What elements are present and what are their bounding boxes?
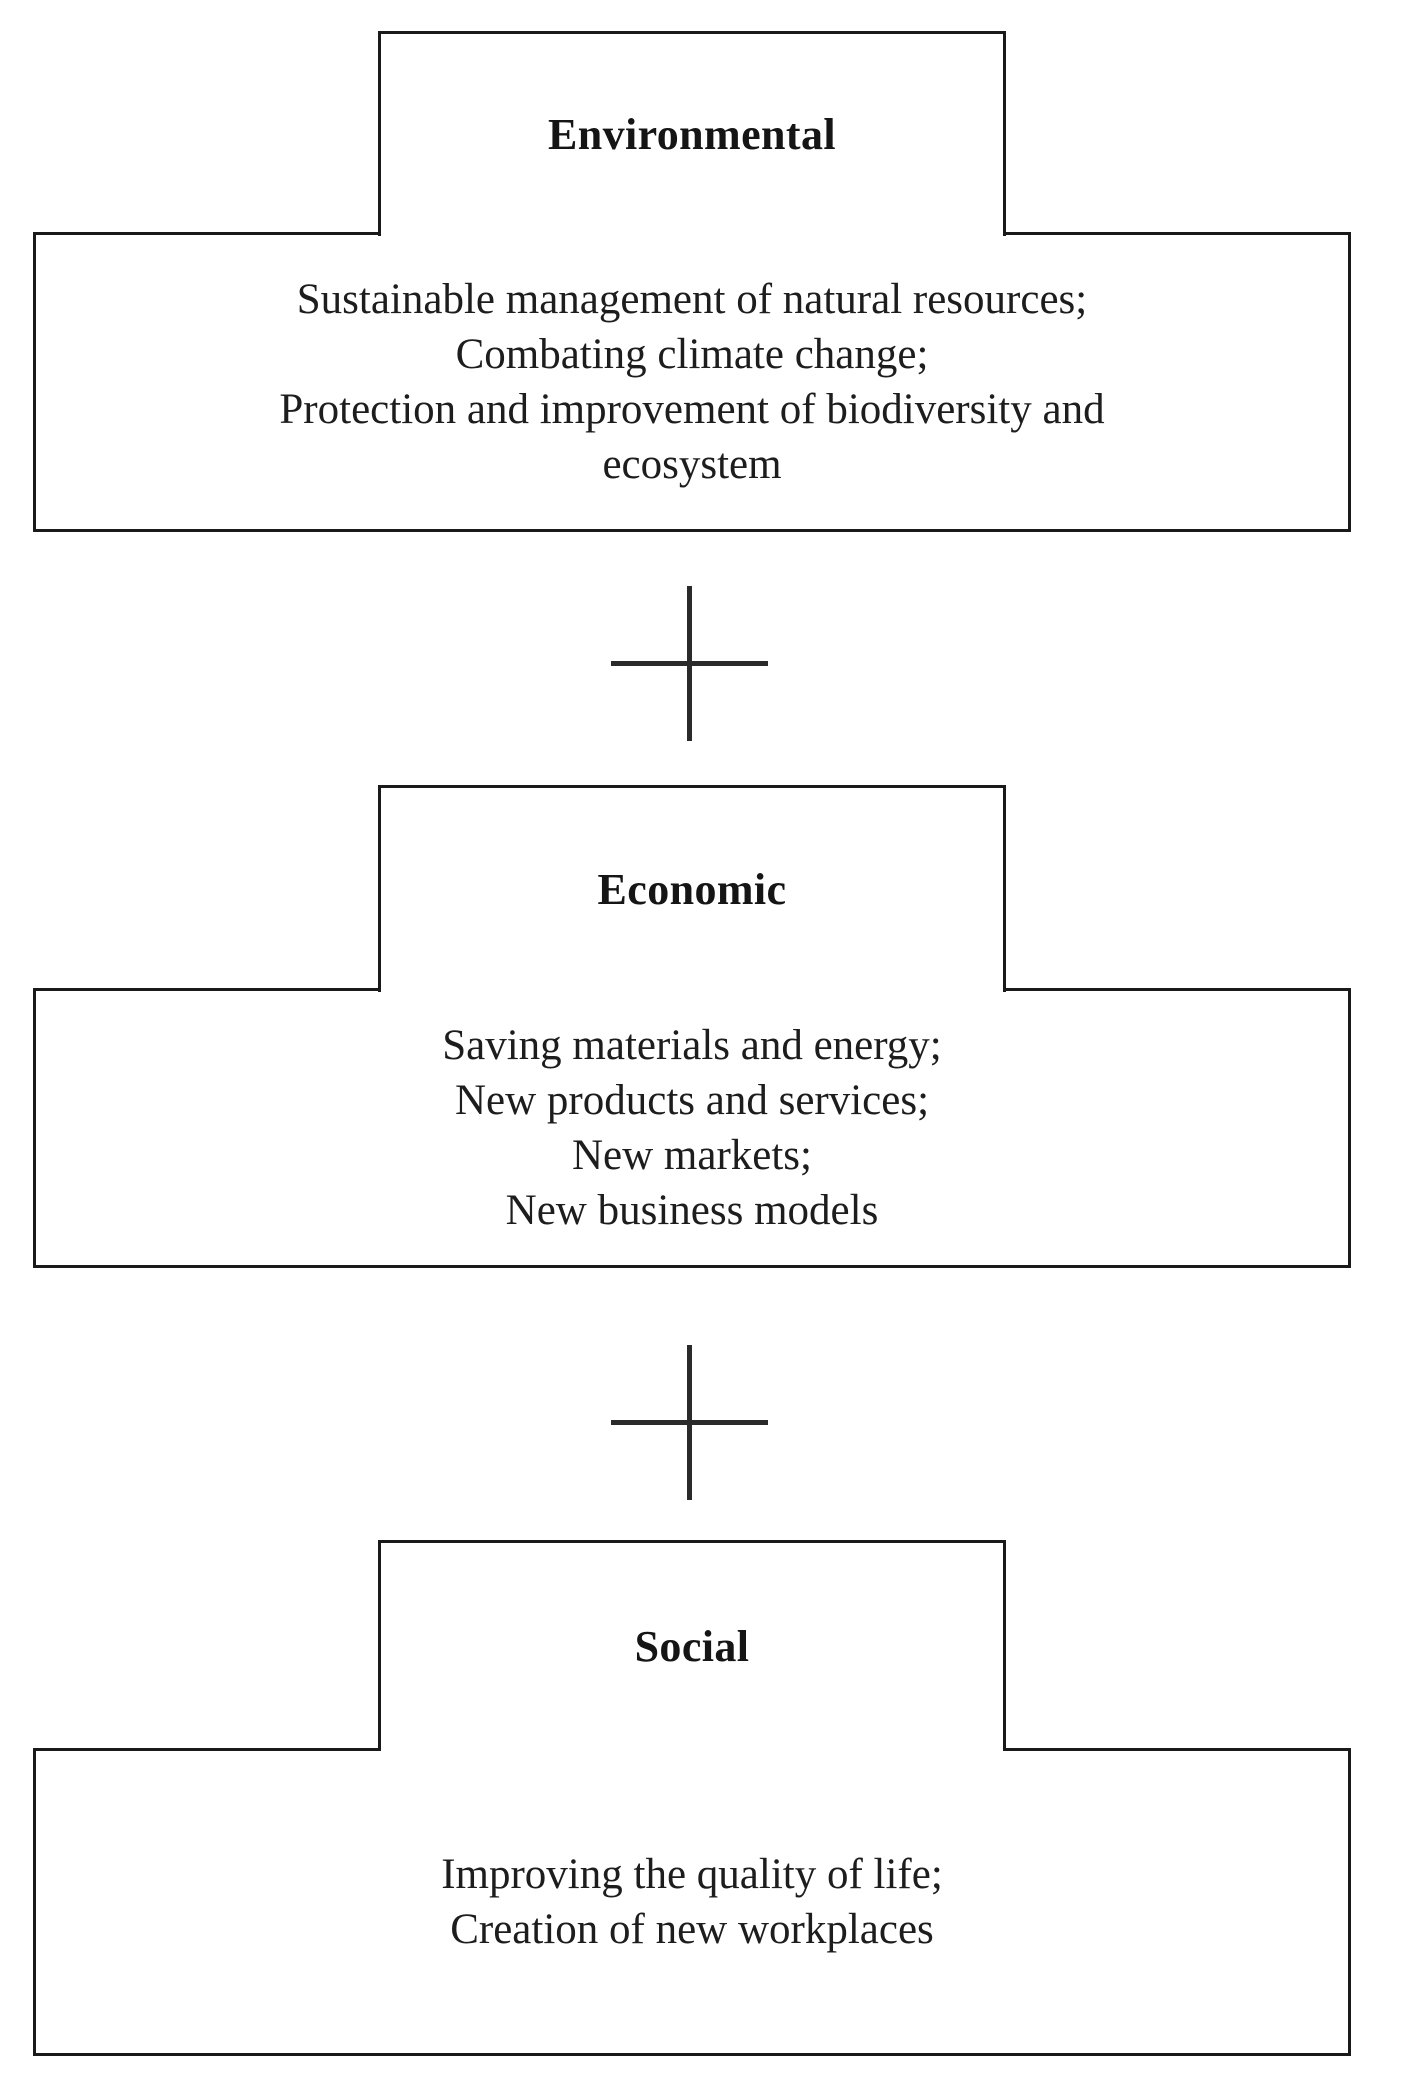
plus-horizontal-stroke <box>611 661 768 666</box>
economic-title-label: Economic <box>597 864 787 914</box>
social-content-box: Improving the quality of life; Creation … <box>33 1748 1351 2056</box>
social-title-box: Social <box>378 1540 1006 1751</box>
economic-content-text: Saving materials and energy; New product… <box>442 1021 942 1235</box>
plus-horizontal-stroke <box>611 1420 768 1425</box>
social-title-label: Social <box>634 1621 750 1671</box>
social-content-text: Improving the quality of life; Creation … <box>441 1850 943 1953</box>
plus-connector-icon-1 <box>611 586 768 741</box>
environmental-content-text: Sustainable management of natural resour… <box>279 275 1105 489</box>
environmental-title-label: Environmental <box>548 109 836 159</box>
economic-content-box: Saving materials and energy; New product… <box>33 988 1351 1268</box>
environmental-title-box: Environmental <box>378 31 1006 236</box>
environmental-content-box: Sustainable management of natural resour… <box>33 232 1351 532</box>
economic-title-box: Economic <box>378 785 1006 992</box>
plus-connector-icon-2 <box>611 1345 768 1500</box>
